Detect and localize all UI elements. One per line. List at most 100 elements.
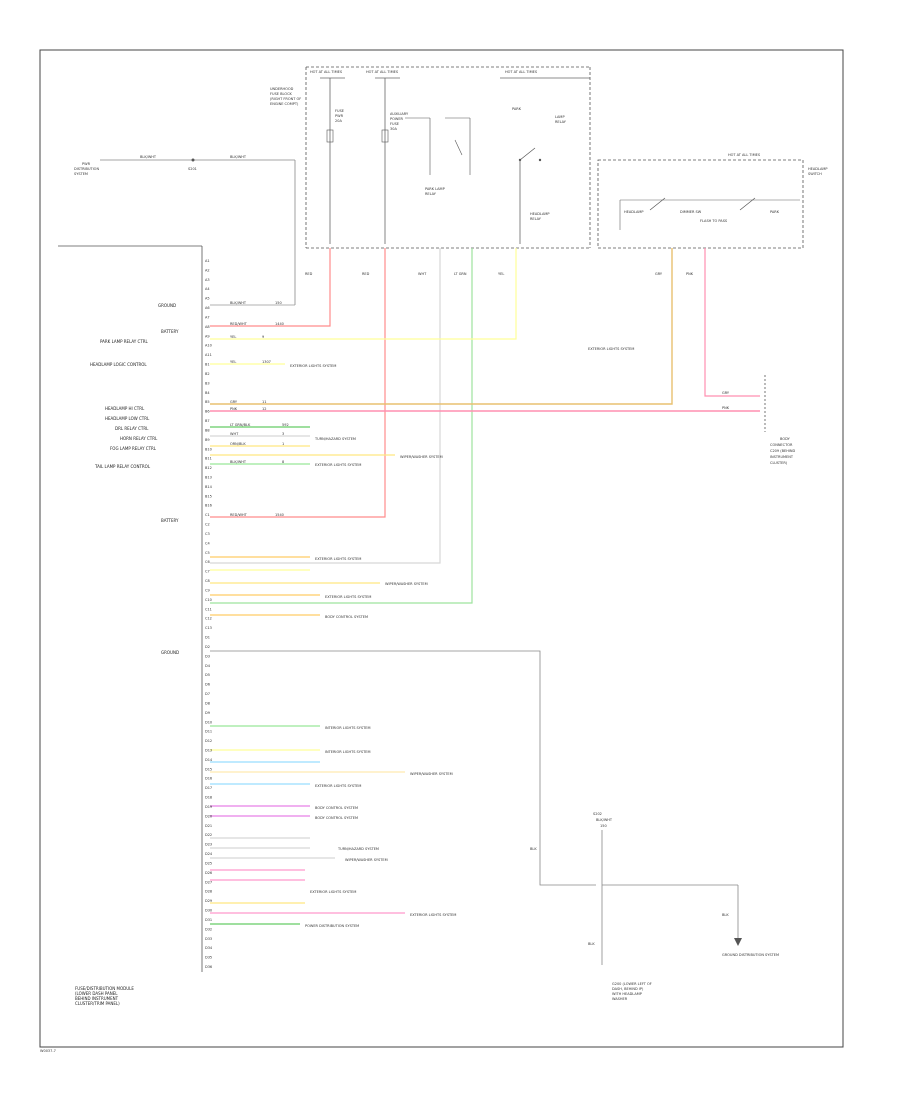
module-pin-label: D4 xyxy=(205,664,211,668)
module-pin-label: D29 xyxy=(205,899,212,903)
top-wire-4: LT GRN xyxy=(454,272,467,276)
callout-wiper-3: WIPER/WASHER SYSTEM xyxy=(410,772,453,776)
fuse-a-1: FUSE xyxy=(335,109,344,113)
pin-ckt-9: 8 xyxy=(282,460,284,464)
headlamp-switch: HOT AT ALL TIMES HEADLAMP SWITCH HEADLAM… xyxy=(597,153,828,249)
right-caption-1: BODY xyxy=(780,437,791,441)
ground-wire-bottom: BLK xyxy=(588,942,595,946)
callout-interior-1: INTERIOR LIGHTS SYSTEM xyxy=(325,726,371,730)
ground-caption-1: G200 (LOWER LEFT OF xyxy=(612,982,652,986)
module-pin-label: D25 xyxy=(205,862,212,866)
headlamp-relay-1: HEADLAMP xyxy=(530,212,550,216)
module-pin-label: C6 xyxy=(205,560,210,564)
top-wire-3: WHT xyxy=(418,272,427,276)
switch-hot: HOT AT ALL TIMES xyxy=(728,153,761,157)
module-pin-label: D35 xyxy=(205,956,212,960)
pin-wire-2: YEL xyxy=(230,335,236,339)
left-power-source: PWR DISTRIBUTION SYSTEM BLK/WHT BLK/WHT … xyxy=(74,155,296,305)
module-pin-label: D24 xyxy=(205,852,213,856)
pin-ckt-8: 1 xyxy=(282,442,284,446)
ground-wire-right: BLK xyxy=(722,913,729,917)
module-pin-label: C11 xyxy=(205,607,212,611)
pin-ckt-7: 3 xyxy=(282,432,284,436)
module-caption-4: CLUSTER/TRIM PANEL) xyxy=(75,1001,120,1006)
module-pin-label: D28 xyxy=(205,890,212,894)
module-pin-label: C8 xyxy=(205,579,210,583)
module-pin-label: B8 xyxy=(205,428,210,432)
pin-wire-7: WHT xyxy=(230,432,239,436)
module-pin-label: A11 xyxy=(205,353,212,357)
right-caption-2: CONNECTOR xyxy=(770,443,793,447)
switch-label-3: FLASH TO PASS xyxy=(700,219,728,223)
left-splice: S201 xyxy=(188,167,197,171)
module-pin-label: D2 xyxy=(205,645,210,649)
module-pin-label: B7 xyxy=(205,419,210,423)
pin-wire-5: PNK xyxy=(230,407,238,411)
fuse-block-caption-4: ENGINE COMPT) xyxy=(270,102,299,106)
callout-exterior-6: EXTERIOR LIGHTS SYSTEM xyxy=(310,890,356,894)
module-pin-label: D14 xyxy=(205,758,213,762)
pin-ckt-6: 592 xyxy=(282,423,289,427)
module-pin-label: C1 xyxy=(205,513,210,517)
module-pin-label: A3 xyxy=(205,278,210,282)
module-pin-label: C5 xyxy=(205,551,210,555)
module-pin-label: D34 xyxy=(205,946,213,950)
pin-wire-6: LT GRN/BLK xyxy=(230,423,251,427)
module-pin-label: B9 xyxy=(205,438,210,442)
module-pin-label: B15 xyxy=(205,494,212,498)
top-wire-labels: RED RED WHT LT GRN YEL GRY PNK xyxy=(305,272,694,276)
module-pin-label: D20 xyxy=(205,814,212,818)
module-pin-label: A4 xyxy=(205,287,210,291)
right-wire-a: GRY xyxy=(722,391,730,395)
pin-ckt-0: 150 xyxy=(275,301,282,305)
ground-caption-2: DASH, BEHIND IP) xyxy=(612,987,644,991)
relay-b-2: LAMP xyxy=(555,115,565,119)
pin-wire-10: RED/WHT xyxy=(230,513,248,517)
switch-caption-1: HEADLAMP xyxy=(808,167,828,171)
module-pin-label: C10 xyxy=(205,598,212,602)
pin-ckt-1: 1440 xyxy=(275,322,284,326)
module-pin-label: D21 xyxy=(205,824,212,828)
module-pin-label: B2 xyxy=(205,372,210,376)
callout-wiper-2: WIPER/WASHER SYSTEM xyxy=(385,582,428,586)
relay-b-1: PARK xyxy=(512,107,522,111)
pin-func-4: HEADLAMP HI CTRL xyxy=(105,406,145,411)
module-pin-label: B1 xyxy=(205,363,210,367)
module-pin-label: A8 xyxy=(205,325,210,329)
module-pin-label: A9 xyxy=(205,334,210,338)
hot-label-1: HOT AT ALL TIMES xyxy=(310,70,343,74)
callout-exterior-2: EXTERIOR LIGHTS SYSTEM xyxy=(315,463,361,467)
left-external-1: PWR xyxy=(82,162,91,166)
pin-wire-1: RED/WHT xyxy=(230,322,248,326)
module-pin-label: C13 xyxy=(205,626,212,630)
pin-wire-3: YEL xyxy=(230,360,236,364)
module-pin-label: D18 xyxy=(205,796,212,800)
callout-power: POWER DISTRIBUTION SYSTEM xyxy=(305,924,359,928)
ground-splice-caption-1: BLK/WHT xyxy=(596,818,613,822)
callout-exterior-8: EXTERIOR LIGHTS SYSTEM xyxy=(588,347,634,351)
module-pin-label: D33 xyxy=(205,937,212,941)
fuse-b-3: FUSE xyxy=(390,122,399,126)
module-pin-label: B10 xyxy=(205,447,212,451)
module-pin-label: A10 xyxy=(205,344,212,348)
module-pin-label: D31 xyxy=(205,918,212,922)
pin-ckt-2: 9 xyxy=(262,335,264,339)
module-pin-label: D36 xyxy=(205,965,212,969)
module-pin-label: D30 xyxy=(205,909,212,913)
module-pin-label: B6 xyxy=(205,410,210,414)
hot-label-3: HOT AT ALL TIMES xyxy=(505,70,538,74)
module-pin-label: A6 xyxy=(205,306,210,310)
right-caption-5: CLUSTER) xyxy=(770,461,788,465)
left-external-3: SYSTEM xyxy=(74,172,88,176)
pin-ckt-4: 11 xyxy=(262,400,266,404)
module-pin-label: D12 xyxy=(205,739,212,743)
fuse-a-3: 20A xyxy=(335,119,342,123)
module-pin-label: C4 xyxy=(205,541,210,545)
pin-function-labels: GROUND BLK/WHT 150 BATTERY RED/WHT 1440 … xyxy=(90,301,289,655)
pin-wire-0: BLK/WHT xyxy=(230,301,247,305)
callout-wiper-4: WIPER/WASHER SYSTEM xyxy=(345,858,388,862)
module-pin-label: B11 xyxy=(205,457,212,461)
module-pin-label: D26 xyxy=(205,871,212,875)
wire-runs xyxy=(210,248,760,886)
